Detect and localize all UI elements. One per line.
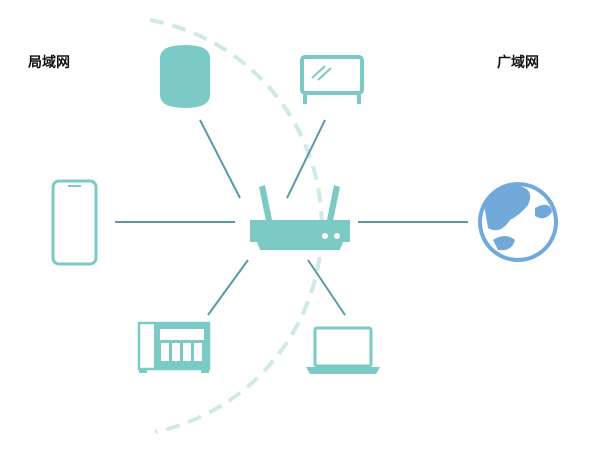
link-speaker xyxy=(199,119,241,199)
wan-label: 广域网 xyxy=(497,55,539,71)
smart-speaker-icon xyxy=(160,45,210,108)
monitor-icon xyxy=(300,55,364,104)
smartphone-icon xyxy=(51,179,98,266)
nas-storage-icon xyxy=(137,321,211,373)
router-icon xyxy=(250,185,350,250)
laptop-icon xyxy=(306,326,380,374)
link-nas xyxy=(207,259,249,316)
lan-label: 局域网 xyxy=(28,55,70,71)
link-monitor xyxy=(286,119,326,199)
links xyxy=(115,119,468,316)
globe-icon xyxy=(478,182,558,262)
link-laptop xyxy=(307,259,346,316)
